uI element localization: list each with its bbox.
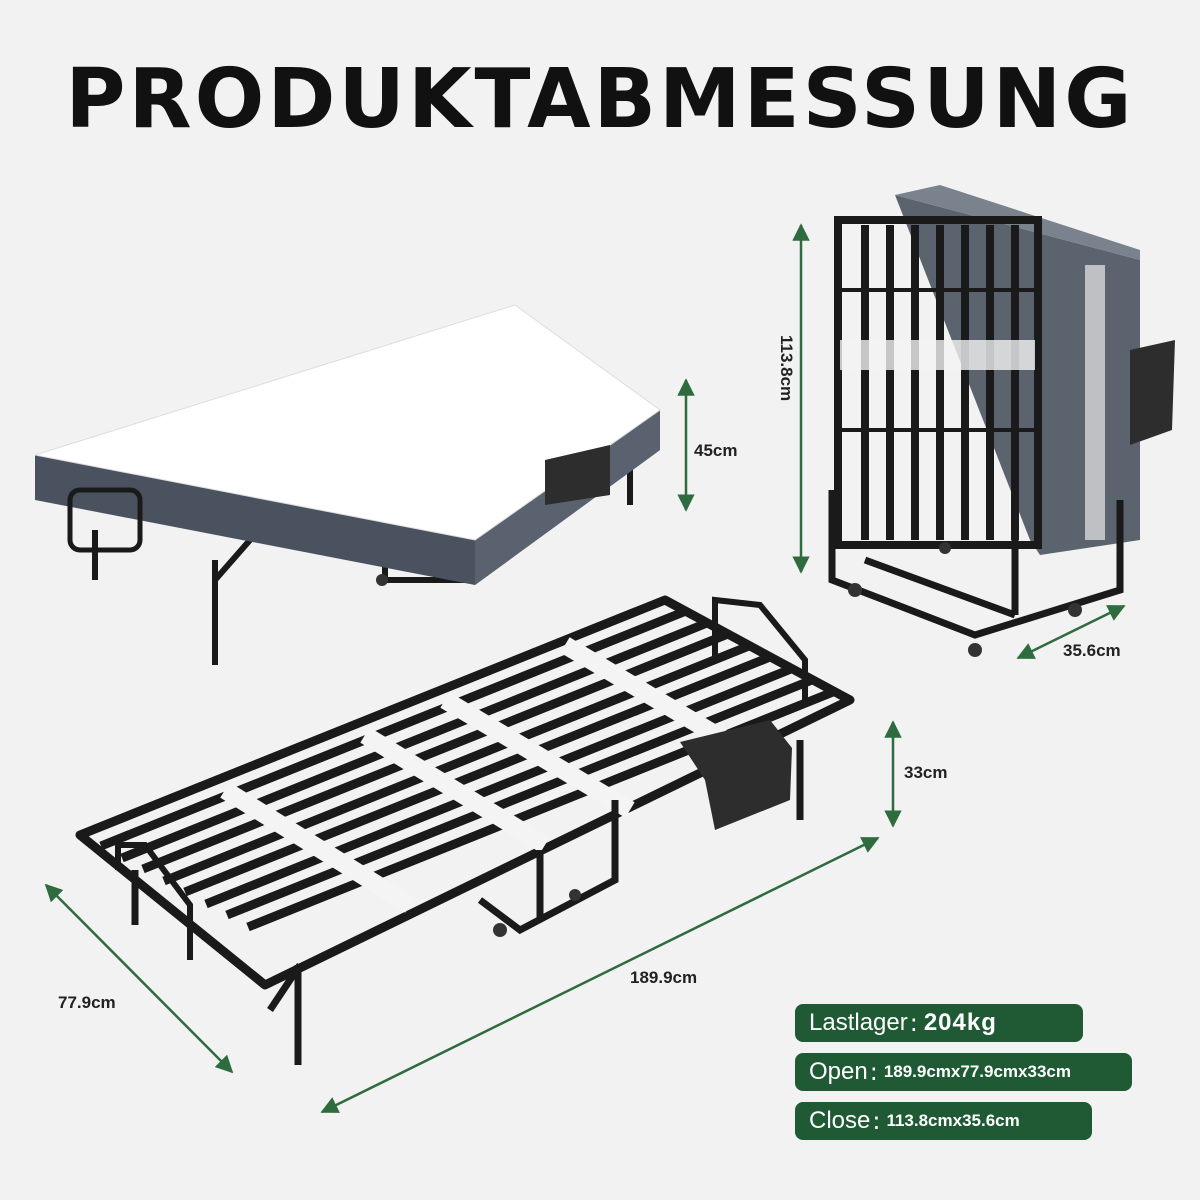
spec-close-label: Close [809,1107,871,1134]
dim-mattress-height: 45cm [694,441,738,460]
dim-frame-length: 189.9cm [630,968,698,987]
spec-badge-load: Lastlager : 204kg [795,1004,1083,1042]
spec-open-separator: : [869,1058,878,1086]
spec-badge-open: Open : 189.9cmx77.9cmx33cm [795,1053,1132,1091]
dimension-arrows [44,223,1126,1114]
dim-folded-depth: 35.6cm [1063,641,1121,660]
spec-load-value: 204kg [923,1009,997,1036]
spec-open-value: 189.9cmx77.9cmx33cm [883,1062,1071,1081]
dim-frame-height: 33cm [904,763,948,782]
folded-bed-image [828,185,1175,657]
spec-load-separator: : [909,1009,918,1037]
spec-close-separator: : [872,1107,881,1135]
mattress-bed-image [34,304,661,665]
spec-badge-close: Close : 113.8cmx35.6cm [795,1102,1092,1140]
open-frame-image [75,595,855,1065]
page-title: PRODUKTABMESSUNG [65,52,1135,147]
spec-load-label: Lastlager [809,1009,908,1036]
dim-folded-height: 113.8cm [777,335,796,402]
spec-close-value: 113.8cmx35.6cm [886,1111,1020,1130]
spec-open-label: Open [809,1058,868,1085]
dim-frame-width: 77.9cm [58,993,116,1012]
